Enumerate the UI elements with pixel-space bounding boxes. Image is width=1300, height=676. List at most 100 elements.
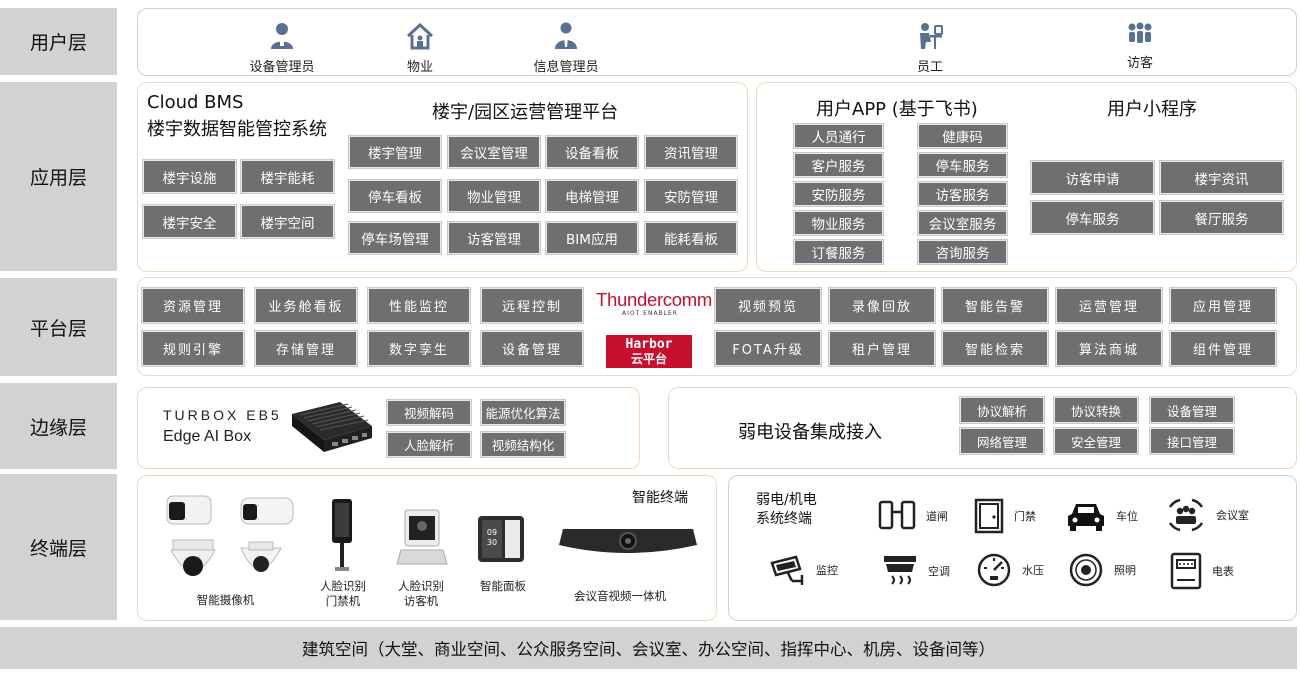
ops-title: 楼宇/园区运营管理平台 [432, 102, 619, 123]
ops-button[interactable]: 访客管理 [448, 222, 540, 254]
device-label: 智能面板 [480, 579, 526, 593]
mini-title: 用户小程序 [1107, 99, 1197, 120]
userapp-button[interactable]: 物业服务 [794, 211, 883, 235]
user-info-admin: 信息管理员 [506, 22, 626, 75]
ops-button[interactable]: BIM应用 [546, 222, 638, 254]
bms-button[interactable]: 楼宇安全 [143, 205, 236, 238]
bms-button[interactable]: 楼宇设施 [143, 160, 236, 193]
edge-box-button[interactable]: 视频结构化 [481, 432, 565, 457]
surveillance-item: 监控 [768, 553, 838, 587]
weak-terminal-title-1: 弱电/机电 [756, 492, 817, 508]
weak-icon-label: 门禁 [1014, 510, 1036, 523]
device-label: 智能摄像机 [196, 593, 255, 607]
thundercomm-tagline: AIOT ENABLER [622, 310, 678, 317]
platform-button[interactable]: 智能检索 [942, 331, 1048, 366]
edge-weak-button[interactable]: 接口管理 [1150, 428, 1234, 454]
userapp-button[interactable]: 停车服务 [918, 153, 1007, 177]
mini-button[interactable]: 停车服务 [1031, 201, 1154, 234]
ops-button[interactable]: 能耗看板 [645, 222, 737, 254]
air-conditioner-icon [884, 556, 916, 585]
user-label: 设备管理员 [249, 60, 315, 75]
bms-button[interactable]: 楼宇空间 [241, 205, 334, 238]
edge-weak-button[interactable]: 网络管理 [960, 428, 1044, 454]
ops-button[interactable]: 安防管理 [645, 180, 737, 212]
ops-button[interactable]: 设备看板 [546, 136, 638, 168]
platform-button[interactable]: FOTA升级 [715, 331, 821, 366]
ops-button[interactable]: 电梯管理 [546, 180, 638, 212]
platform-button[interactable]: 算法商城 [1056, 331, 1162, 366]
door-access-item: 门禁 [974, 498, 1036, 534]
meeting-room-icon [1168, 498, 1204, 532]
edge-weak-button[interactable]: 设备管理 [1150, 397, 1234, 423]
edge-box-button[interactable]: 能源优化算法 [481, 400, 565, 425]
weak-icon-label: 空调 [928, 565, 950, 578]
userapp-button[interactable]: 人员通行 [794, 124, 883, 148]
ops-button[interactable]: 楼宇管理 [349, 136, 441, 168]
ops-button[interactable]: 会议室管理 [448, 136, 540, 168]
harbor-logo: Harbor 云平台 [606, 335, 692, 368]
platform-button[interactable]: 远程控制 [481, 288, 583, 323]
platform-button[interactable]: 性能监控 [368, 288, 470, 323]
layer-label-edge: 边缘层 [0, 383, 117, 469]
platform-button[interactable]: 租户管理 [829, 331, 935, 366]
device-label: 人脸识别 门禁机 [320, 579, 366, 608]
edge-weak-button[interactable]: 协议解析 [960, 397, 1044, 423]
userapp-button[interactable]: 健康码 [918, 124, 1007, 148]
door-icon [974, 498, 1004, 534]
edge-box-button[interactable]: 视频解码 [387, 400, 471, 425]
platform-button[interactable]: 应用管理 [1170, 288, 1276, 323]
smart-terminal-title: 智能终端 [632, 490, 688, 506]
userapp-button[interactable]: 访客服务 [918, 182, 1007, 206]
userapp-button[interactable]: 会议室服务 [918, 211, 1007, 235]
info-admin-icon [555, 22, 577, 49]
platform-button[interactable]: 规则引擎 [142, 331, 244, 366]
mini-button[interactable]: 访客申请 [1031, 161, 1154, 194]
electric-meter-item: 电表 [1170, 552, 1234, 590]
platform-button[interactable]: 存储管理 [255, 331, 357, 366]
platform-button[interactable]: 组件管理 [1170, 331, 1276, 366]
user-label: 访客 [1126, 56, 1153, 71]
user-property: 物业 [360, 22, 480, 75]
weak-integration-title: 弱电设备集成接入 [738, 422, 882, 443]
user-label: 物业 [406, 60, 433, 75]
platform-button[interactable]: 设备管理 [481, 331, 583, 366]
userapp-button[interactable]: 咨询服务 [918, 240, 1007, 264]
device-face-gate: 人脸识别 门禁机 [303, 579, 383, 609]
ops-button[interactable]: 停车场管理 [349, 222, 441, 254]
bms-button[interactable]: 楼宇能耗 [241, 160, 334, 193]
ops-button[interactable]: 物业管理 [448, 180, 540, 212]
userapp-button[interactable]: 订餐服务 [794, 240, 883, 264]
weak-icon-label: 水压 [1022, 564, 1044, 577]
mini-button[interactable]: 楼宇资讯 [1160, 161, 1283, 194]
house-icon [406, 22, 434, 50]
layer-label-terminal: 终端层 [0, 474, 117, 620]
platform-button[interactable]: 资源管理 [142, 288, 244, 323]
ops-button[interactable]: 资讯管理 [645, 136, 737, 168]
platform-button[interactable]: 运营管理 [1056, 288, 1162, 323]
edge-weak-button[interactable]: 协议转换 [1054, 397, 1138, 423]
weak-terminal-title-2: 系统终端 [756, 511, 812, 527]
smart-panel-image: 09 30 [478, 516, 524, 562]
user-visitor: 访客 [1080, 22, 1200, 71]
platform-button[interactable]: 视频预览 [715, 288, 821, 323]
device-smart-panel: 智能面板 [463, 579, 543, 594]
building-space-footer: 建筑空间（大堂、商业空间、公众服务空间、会议室、办公空间、指挥中心、机房、设备间… [0, 627, 1297, 669]
smart-panel-screen: 09 30 [482, 520, 502, 558]
conference-bar-image [559, 529, 697, 553]
platform-button[interactable]: 业务舱看板 [255, 288, 357, 323]
barrier-gate-item: 道闸 [878, 498, 948, 534]
air-conditioner-item: 空调 [882, 552, 950, 590]
surveillance-icon [770, 555, 804, 585]
platform-button[interactable]: 录像回放 [829, 288, 935, 323]
ops-button[interactable]: 停车看板 [349, 180, 441, 212]
userapp-button[interactable]: 客户服务 [794, 153, 883, 177]
lighting-item: 照明 [1068, 552, 1136, 588]
userapp-button[interactable]: 安防服务 [794, 182, 883, 206]
platform-button[interactable]: 智能告警 [942, 288, 1048, 323]
edge-weak-button[interactable]: 安全管理 [1054, 428, 1138, 454]
mini-button[interactable]: 餐厅服务 [1160, 201, 1283, 234]
weak-icon-label: 车位 [1116, 510, 1138, 523]
weak-icon-label: 道闸 [926, 510, 948, 523]
edge-box-button[interactable]: 人脸解析 [387, 432, 471, 457]
platform-button[interactable]: 数字孪生 [368, 331, 470, 366]
